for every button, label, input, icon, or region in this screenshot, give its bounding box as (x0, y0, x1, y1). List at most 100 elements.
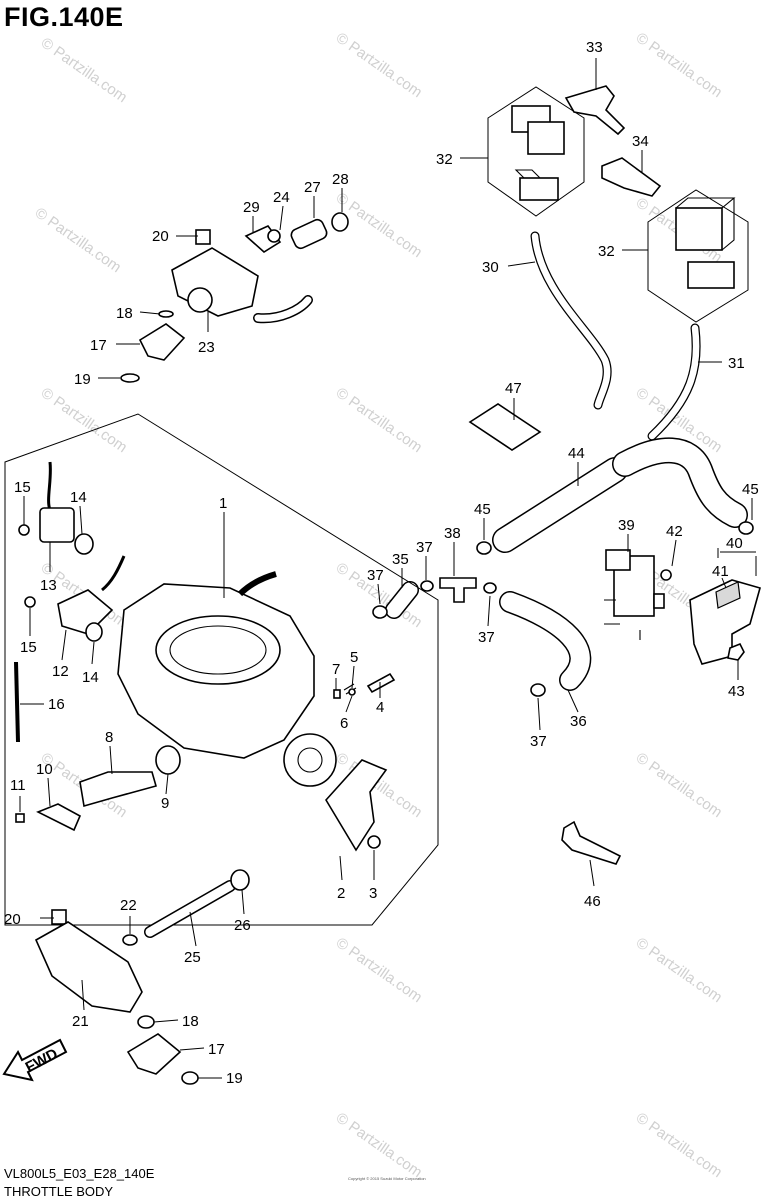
callout-44: 44 (568, 445, 585, 462)
callout-45: 45 (474, 501, 491, 518)
callout-31: 31 (728, 355, 745, 372)
sensor-connector (519, 177, 559, 201)
callout-36: 36 (570, 713, 587, 730)
clip-46 (561, 820, 622, 865)
callout-1: 1 (219, 495, 227, 512)
callout-4: 4 (376, 699, 384, 716)
callout-24: 24 (273, 189, 290, 206)
bolt-20 (195, 229, 211, 245)
callout-19: 19 (226, 1070, 243, 1087)
callout-32: 32 (598, 243, 615, 260)
clamp-37 (483, 582, 497, 594)
o-ring-22 (122, 934, 138, 946)
callout-40: 40 (726, 535, 743, 552)
o-ring-19 (120, 373, 140, 383)
sensor-connector-2 (687, 261, 735, 289)
leader-lines (19, 58, 756, 1079)
bolt-20 (51, 909, 67, 925)
callout-3: 3 (369, 885, 377, 902)
lower-fuel-group (34, 869, 250, 1085)
screw-3 (367, 835, 381, 849)
tee-joint-38 (439, 577, 477, 603)
relay-cube (675, 207, 723, 251)
fuel-rail-port (187, 287, 213, 313)
callout-21: 21 (72, 1013, 89, 1030)
callout-34: 34 (632, 133, 649, 150)
watermark-text: © Partzilla.com (633, 749, 726, 821)
callout-8: 8 (105, 729, 113, 746)
injector-17 (126, 1033, 182, 1075)
relay-connector-body (527, 121, 565, 155)
callout-19: 19 (74, 371, 91, 388)
callout-12: 12 (52, 663, 69, 680)
watermark-text: © Partzilla.com (333, 1109, 426, 1181)
callout-6: 6 (340, 715, 348, 732)
callout-30: 30 (482, 259, 499, 276)
watermark-text: © Partzilla.com (333, 29, 426, 101)
sensor-wire-12 (101, 555, 126, 592)
callout-29: 29 (243, 199, 260, 216)
throttle-body-group (14, 461, 396, 852)
solenoid-ports (604, 599, 641, 640)
relay-cube-edges (675, 197, 736, 251)
o-ring-26 (230, 869, 250, 891)
bracket-40 (689, 579, 761, 665)
callout-2: 2 (337, 885, 345, 902)
callout-17: 17 (90, 337, 107, 354)
hose-30 (530, 231, 612, 410)
callout-16: 16 (48, 696, 65, 713)
nut-43 (727, 642, 745, 661)
relay-group (468, 85, 749, 451)
watermark-text: © Partzilla.com (333, 934, 426, 1006)
screw-11 (15, 813, 25, 823)
callout-26: 26 (234, 917, 251, 934)
callout-20: 20 (4, 911, 21, 928)
o-ring-28 (331, 212, 349, 232)
clamp-45 (476, 541, 492, 555)
label-41 (715, 581, 741, 609)
callout-22: 22 (120, 897, 137, 914)
o-ring-18 (158, 310, 174, 318)
callout-42: 42 (666, 523, 683, 540)
sensor-12 (57, 589, 114, 635)
callout-numbers: 33 32 34 32 30 31 47 44 45 45 20 29 24 2… (4, 39, 759, 1087)
regulator-27 (290, 218, 328, 250)
watermark-text: © Partzilla.com (633, 29, 726, 101)
bracket-10 (36, 803, 82, 832)
callout-38: 38 (444, 525, 461, 542)
callout-23: 23 (198, 339, 215, 356)
sensor-13 (39, 507, 75, 543)
callout-41: 41 (712, 563, 729, 580)
fwd-arrow: FWD (2, 1038, 68, 1082)
callout-35: 35 (392, 551, 409, 568)
o-ring-19 (181, 1071, 199, 1085)
callout-47: 47 (505, 380, 522, 397)
solenoid-connector (605, 549, 631, 571)
pulley (283, 733, 337, 787)
solenoid-group (604, 548, 761, 665)
vacuum-nipple (237, 571, 277, 597)
callout-14: 14 (70, 489, 87, 506)
screw-42 (660, 569, 672, 581)
tie-16 (14, 661, 20, 743)
watermark-text: © Partzilla.com (633, 1109, 726, 1181)
callout-39: 39 (618, 517, 635, 534)
callout-7: 7 (332, 661, 340, 678)
callout-37: 37 (416, 539, 433, 556)
callout-14: 14 (82, 669, 99, 686)
throttle-bore (155, 615, 281, 685)
o-ring-9 (155, 745, 181, 775)
callout-45: 45 (742, 481, 759, 498)
figure-title: FIG.140E (4, 2, 124, 32)
sensor-wire (47, 461, 52, 511)
fuel-rail-23 (171, 247, 259, 317)
watermark-text: © Partzilla.com (32, 204, 125, 276)
callout-15: 15 (20, 639, 37, 656)
callout-20: 20 (152, 228, 169, 245)
callout-28: 28 (332, 171, 349, 188)
label-plate-47 (468, 403, 542, 451)
callout-27: 27 (304, 179, 321, 196)
clamp-37 (420, 580, 434, 592)
copyright-note: Copyright © 2015 Suzuki Motor Corporatio… (348, 1176, 426, 1181)
